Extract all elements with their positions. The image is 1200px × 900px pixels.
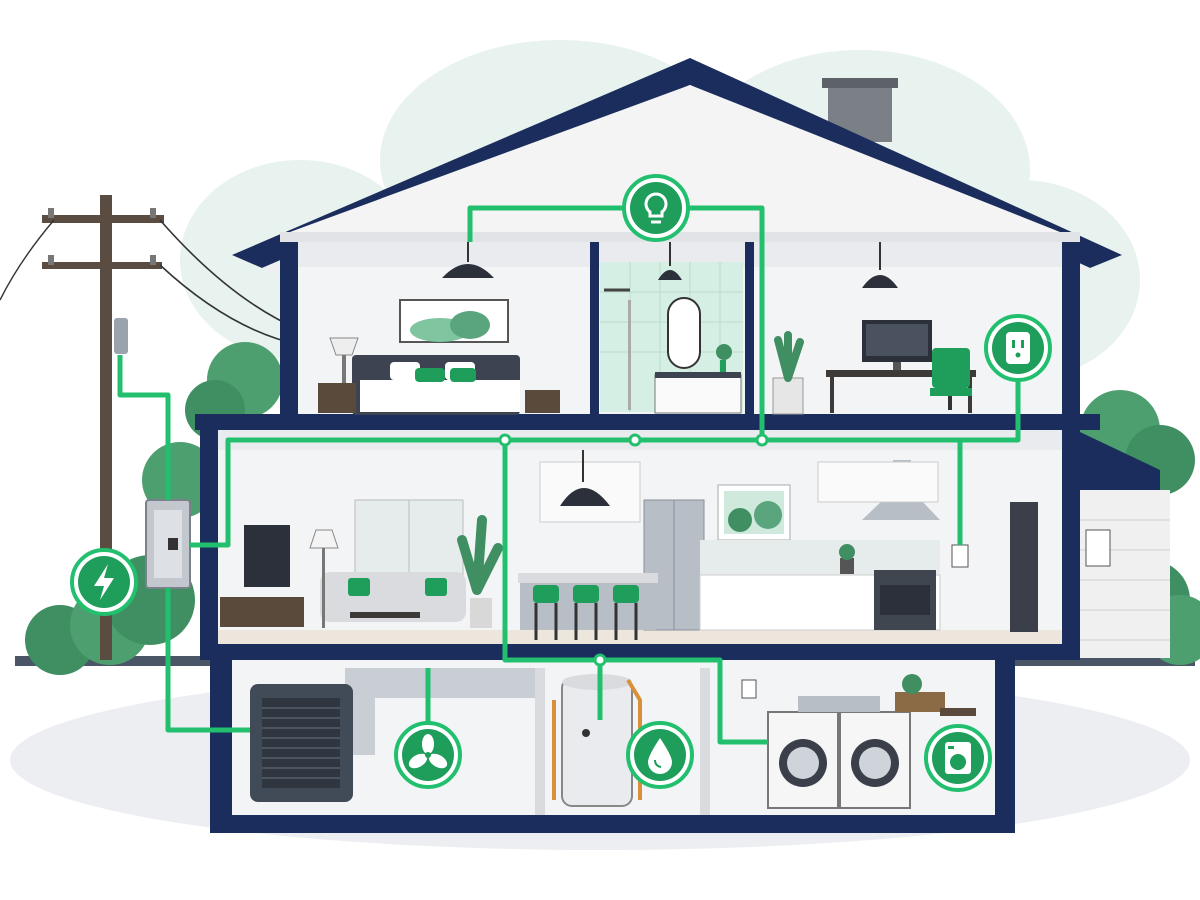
garage [1010,432,1170,658]
fan-icon[interactable] [394,721,462,789]
lightning-bolt-icon[interactable] [70,548,138,616]
bedroom [318,299,560,415]
washing-machine-icon[interactable] [924,724,992,792]
outlet-icon[interactable] [984,314,1052,382]
bathroom [604,288,742,414]
kitchen [518,450,941,640]
upper-pendant-lights [442,242,898,288]
utility-pole [0,195,301,660]
electrical-panel [145,499,191,589]
wiring-junctions [498,433,769,667]
smart-wiring-network [117,205,1021,745]
water-drop-icon[interactable] [626,721,694,789]
laundry-machines [741,674,976,809]
office [772,320,976,415]
water-heater [552,674,642,807]
hvac-unit [250,684,353,802]
lightbulb-icon[interactable] [622,174,690,242]
living-room [220,499,503,628]
wall-outlets [951,544,969,568]
